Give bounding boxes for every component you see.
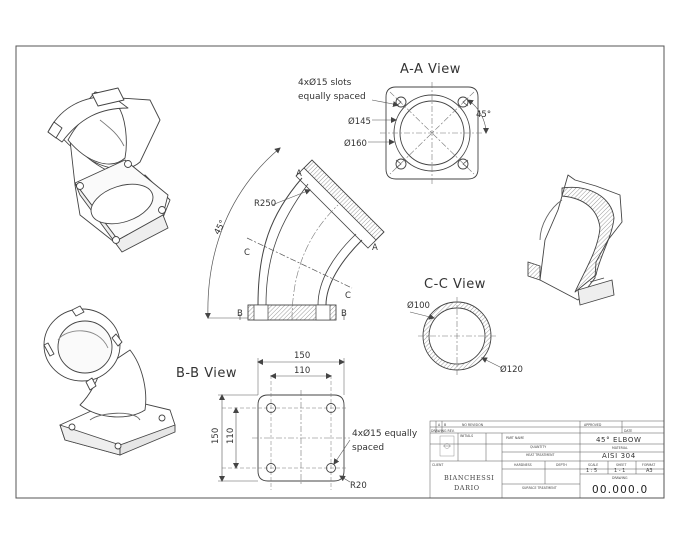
sheet-value: 1 - 1 (614, 468, 625, 474)
scale-value: 1 : 5 (586, 468, 597, 474)
depth-label: DEPTH (556, 463, 567, 467)
isometric-view-bottom-left (43, 305, 176, 456)
title-block-texts: A B NO REVISION DRAWING REV. APPROVED DA… (431, 423, 655, 496)
bb-view-title: B-B View (176, 366, 237, 381)
no-revision-label: NO REVISION (462, 423, 484, 427)
elbow-section-view: 45° R250 A A C C B B (204, 147, 385, 321)
bb-holes-line1: 4xØ15 equally (352, 428, 418, 439)
bb-height-outer: 150 (211, 428, 221, 444)
aa-view-title: A-A View (400, 62, 461, 77)
date-label: DATE (624, 429, 632, 433)
drawing-label: DRAWING (612, 476, 628, 480)
elbow-section-a-bottom: A (372, 243, 378, 253)
designer-name-1: BIANCHESSI (444, 474, 494, 482)
aa-slots-line2: equally spaced (298, 92, 366, 102)
cc-view: C-C View Ø100 Ø120 (407, 277, 523, 375)
aa-view: A-A View 4xØ15 slots equally spaced 45° … (298, 62, 491, 184)
heat-treatment-label: HEAT TREATMENT (526, 453, 555, 457)
elbow-section-c-left: C (244, 248, 250, 258)
quantity-label: QUANTITY (530, 445, 546, 449)
cc-view-title: C-C View (424, 277, 486, 292)
elbow-section-c-right: C (345, 291, 351, 301)
designer-name-2: DARIO (454, 484, 480, 492)
hardness-label: HARDNESS (514, 463, 532, 467)
title-block (429, 420, 665, 499)
cc-dia-outer: Ø120 (500, 364, 523, 375)
client-label: CLIENT (432, 463, 443, 467)
format-value: A3 (646, 468, 653, 474)
cc-dia-inner: Ø100 (407, 300, 430, 311)
rev-col-a: A (438, 423, 441, 427)
bb-holes-line2: spaced (352, 443, 384, 453)
aa-dia-inner: Ø145 (348, 116, 371, 127)
elbow-radius-label: R250 (254, 199, 276, 209)
part-name-value: 45° ELBOW (596, 436, 641, 444)
aa-angle-label: 45° (476, 110, 491, 120)
bb-view: B-B View 150 110 150 110 4xØ15 equally s… (176, 351, 418, 491)
isometric-view-top-left (47, 87, 171, 253)
bb-width-inner: 110 (294, 366, 310, 376)
drawing-rev-label: DRAWING REV. (431, 429, 455, 433)
drawing-number: 00.000.0 (592, 484, 648, 496)
elbow-section-a-top: A (296, 169, 302, 179)
part-name-label: PART NAME (506, 436, 524, 440)
drawing-border (15, 45, 665, 499)
surface-treatment-label: SURFACE TREATMENT (522, 486, 557, 490)
aa-dia-outer: Ø160 (344, 138, 367, 149)
rev-col-b: B (444, 423, 446, 427)
initials-label: INITIALS (460, 434, 473, 438)
sheet-label: SHEET (616, 463, 626, 467)
bb-width-outer: 150 (294, 351, 310, 361)
aa-slots-line1: 4xØ15 slots (298, 77, 352, 88)
format-label: FORMAT (642, 463, 655, 467)
material-label: MATERIAL (612, 446, 628, 450)
elbow-angle-label: 45° (213, 219, 229, 237)
bb-radius: R20 (350, 481, 367, 491)
isometric-section-right (527, 174, 623, 306)
elbow-section-b-left: B (237, 309, 243, 319)
scale-label: SCALE (588, 463, 598, 467)
elbow-section-b-right: B (341, 309, 347, 319)
bb-height-inner: 110 (226, 428, 236, 444)
material-value: AISI 304 (602, 452, 636, 460)
approved-label: APPROVED (584, 423, 602, 427)
